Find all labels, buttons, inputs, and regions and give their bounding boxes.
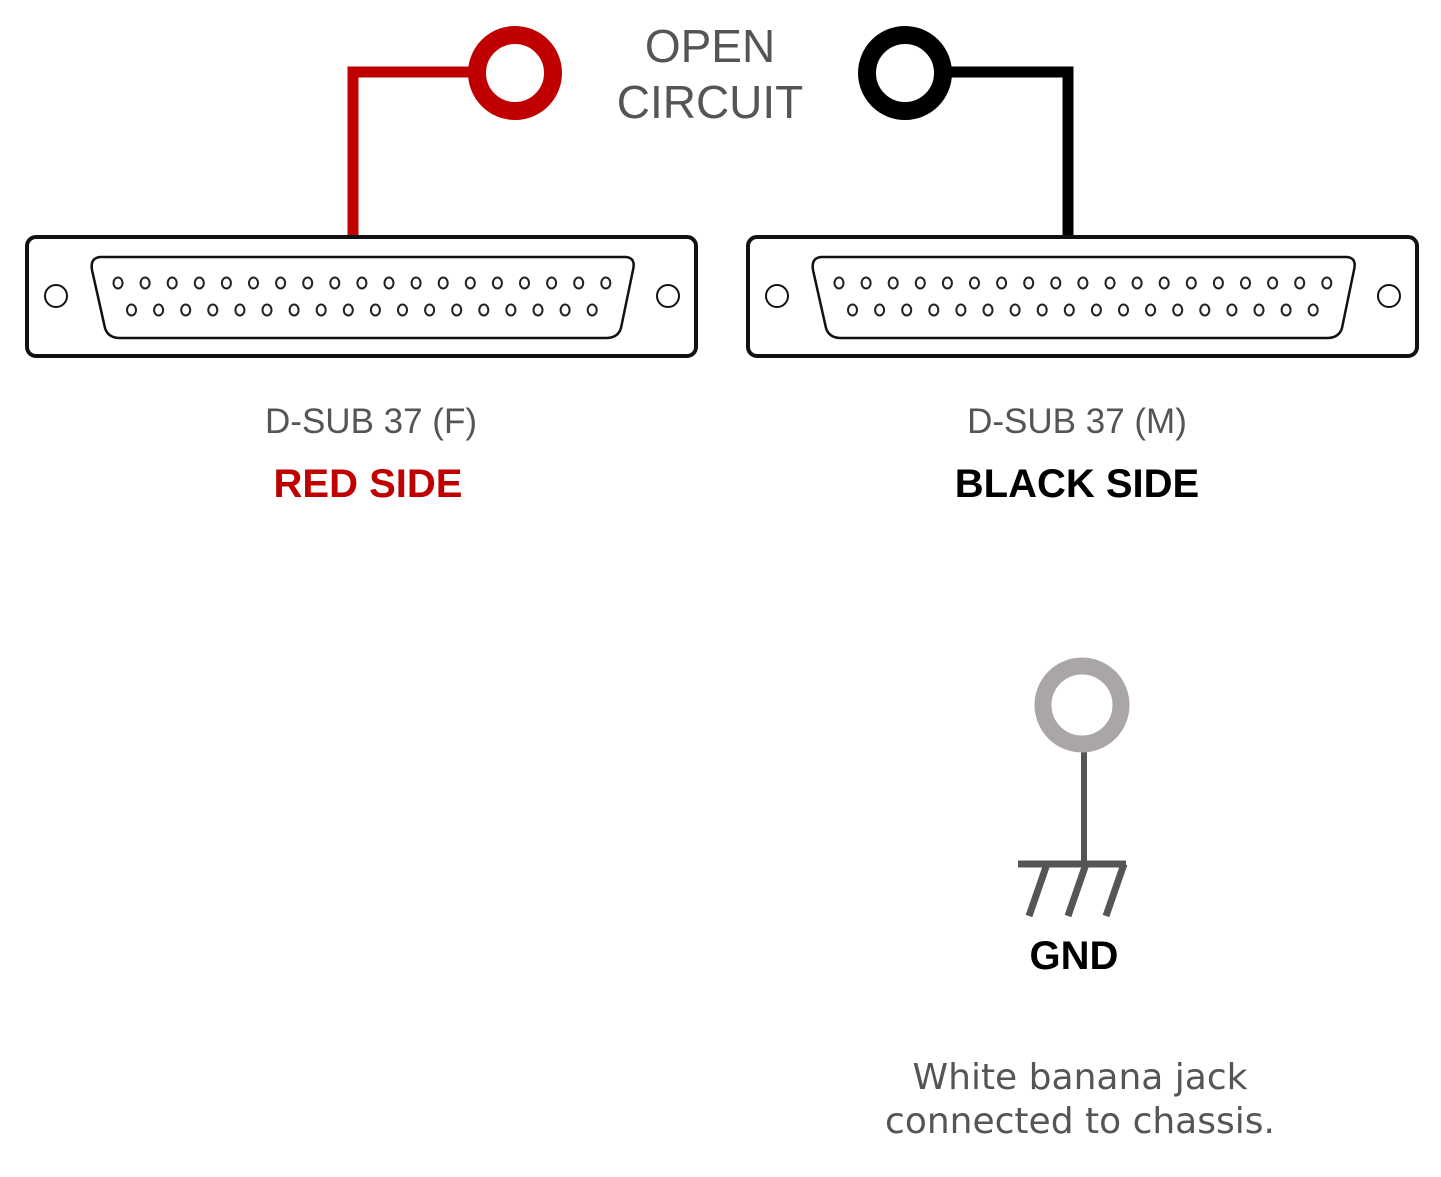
mounting-hole — [765, 284, 789, 308]
pin — [1307, 303, 1319, 317]
ground-note: White banana jack connected to chassis. — [830, 1056, 1330, 1144]
pin — [410, 276, 422, 290]
pin — [1321, 276, 1333, 290]
pin — [315, 303, 327, 317]
open-circuit-line2: CIRCUIT — [616, 76, 804, 128]
pin — [139, 276, 151, 290]
pin — [1131, 276, 1143, 290]
pin — [982, 303, 994, 317]
pin — [193, 276, 205, 290]
mounting-hole — [44, 284, 68, 308]
black-side-label: BLACK SIDE — [954, 462, 1200, 506]
pin — [941, 276, 953, 290]
pin — [112, 276, 124, 290]
pin — [1158, 276, 1170, 290]
pin — [600, 276, 612, 290]
pin — [573, 276, 585, 290]
pin — [969, 276, 980, 290]
mounting-hole — [656, 284, 680, 308]
pin — [369, 303, 381, 317]
pin — [1050, 276, 1062, 290]
pin — [153, 303, 165, 317]
pin — [207, 303, 219, 317]
pin — [532, 303, 544, 317]
pin — [1253, 303, 1265, 317]
connector-face — [811, 255, 1356, 340]
ground-note-line1: White banana jack — [912, 1057, 1248, 1098]
pin — [302, 276, 314, 290]
connector-type-label-red: D-SUB 37 (F) — [265, 402, 477, 441]
pin — [491, 276, 503, 290]
red-wire — [347, 26, 562, 237]
pin — [1185, 276, 1197, 290]
pin — [874, 303, 886, 317]
pin — [1009, 303, 1021, 317]
gnd-label: GND — [1029, 934, 1119, 978]
pin — [342, 303, 354, 317]
pin — [519, 276, 530, 290]
pin — [234, 303, 246, 317]
white-banana-jack — [1034, 657, 1130, 753]
pin — [437, 276, 449, 290]
pin — [586, 303, 598, 317]
pin — [505, 303, 517, 317]
pin — [288, 303, 300, 317]
pin — [478, 303, 490, 317]
pin — [166, 276, 178, 290]
pin — [860, 276, 872, 290]
pin — [356, 276, 368, 290]
pin — [1077, 276, 1089, 290]
pin — [329, 276, 341, 290]
pin — [1212, 276, 1224, 290]
red-banana-jack — [468, 26, 562, 120]
pin — [559, 303, 571, 317]
pin — [928, 303, 940, 317]
pin — [955, 303, 967, 317]
black-wire — [858, 26, 1074, 237]
pin — [220, 276, 232, 290]
pin — [275, 276, 287, 290]
pin — [397, 303, 408, 317]
pin — [1226, 303, 1238, 317]
open-circuit-line1: OPEN — [644, 20, 776, 72]
pin — [901, 303, 913, 317]
pin — [996, 276, 1008, 290]
pin — [464, 276, 476, 290]
dsub37-female-connector — [25, 235, 698, 358]
pin — [1280, 303, 1292, 317]
pin — [1199, 303, 1211, 317]
pin — [1145, 303, 1157, 317]
pin — [887, 276, 899, 290]
connector-face — [90, 255, 635, 340]
pin — [383, 276, 395, 290]
mounting-hole — [1377, 284, 1401, 308]
pin — [833, 276, 845, 290]
pin — [1036, 303, 1048, 317]
pin — [1090, 303, 1102, 317]
pin — [248, 276, 259, 290]
pin — [451, 303, 463, 317]
connector-type-label-black: D-SUB 37 (M) — [967, 402, 1187, 441]
pin — [1294, 276, 1306, 290]
pin — [1023, 276, 1035, 290]
pin — [1267, 276, 1279, 290]
pin — [1063, 303, 1075, 317]
pin — [424, 303, 436, 317]
dsub37-male-connector — [746, 235, 1419, 358]
pin — [1104, 276, 1116, 290]
pin — [180, 303, 192, 317]
pin — [261, 303, 273, 317]
black-banana-jack — [858, 26, 952, 120]
ground-symbol — [1018, 657, 1130, 918]
pin — [126, 303, 137, 317]
red-side-label: RED SIDE — [273, 462, 463, 506]
open-circuit-label: OPEN CIRCUIT — [560, 18, 860, 130]
pin — [1118, 303, 1129, 317]
pin — [546, 276, 558, 290]
pin — [914, 276, 926, 290]
ground-note-line2: connected to chassis. — [885, 1101, 1275, 1142]
pin — [847, 303, 858, 317]
pin — [1240, 276, 1251, 290]
pin — [1172, 303, 1184, 317]
